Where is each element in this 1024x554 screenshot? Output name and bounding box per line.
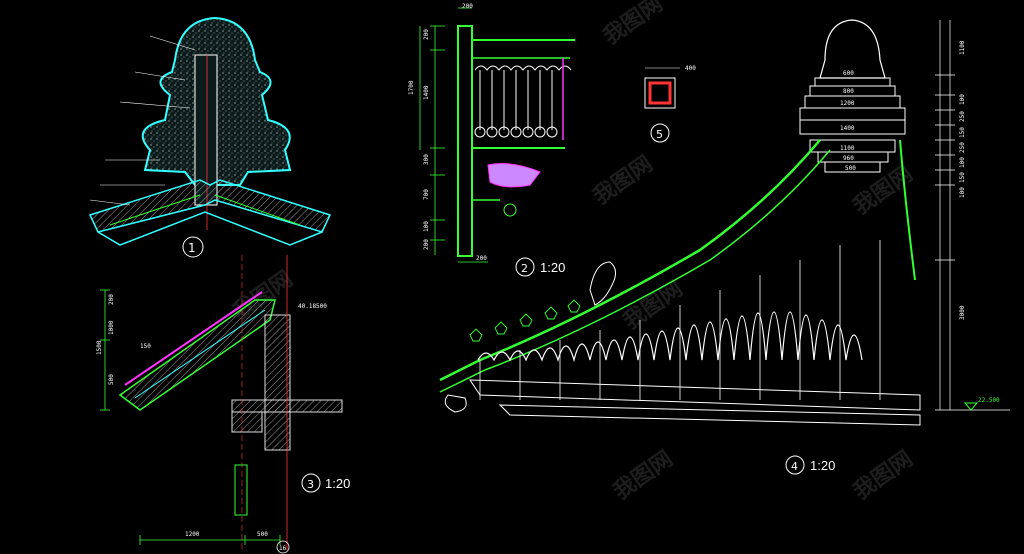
dim-label: 300 [423,154,430,165]
dim-label: 800 [843,88,854,95]
dim-label: 500 [108,374,115,385]
dim-label: 250 [959,111,966,122]
dim-label: 100 [959,187,966,198]
dim-label: 400 [685,65,696,72]
dim-label: 1400 [423,85,430,100]
watermark: 我图网 [619,277,687,335]
dim-label: 150 [140,343,151,350]
watermark: 我图网 [609,447,677,505]
dim-label: 200 [423,239,430,250]
detail-3-scale: 1:20 [325,476,350,491]
dim-label: 100 [959,157,966,168]
grid-label: 16 [279,545,287,552]
dim-label: 600 [843,70,854,77]
detail-3-corner-section: 40.18500 200 1000 1500 150 500 1200 500 … [96,255,350,554]
detail-1-ridge-section: 1 [88,16,332,258]
dim-label: 1500 [96,340,103,355]
detail-5-post-section: 400 5 [644,65,696,143]
elevation-label: 40.18500 [298,303,327,310]
detail-2-eave-section: 200 1700 1400 300 700 100 200 200 200 2 … [408,3,575,277]
dim-label: 700 [423,189,430,200]
detail-4-number: 4 [791,460,798,473]
watermark: 我图网 [849,447,917,505]
dim-label: 1200 [185,531,200,538]
dim-label: 150 [959,127,966,138]
watermark: 我图网 [599,0,667,50]
detail-5-number: 5 [656,128,663,141]
watermark-group: 我图网 我图网 我图网 我图网 我图网 我图网 我图网 [229,0,917,505]
detail-4-scale: 1:20 [810,458,835,473]
dim-label: 100 [423,221,430,232]
detail-2-scale: 1:20 [540,260,565,275]
watermark: 我图网 [589,152,657,210]
elevation-label: 22.500 [978,397,1000,404]
detail-4-ridge-elevation: 22.500 600 800 1200 1400 1100 960 500 11… [439,19,1010,475]
dim-label: 1400 [840,125,855,132]
dim-label: 1100 [840,145,855,152]
dim-label: 200 [476,255,487,262]
dim-label: 200 [108,294,115,305]
dim-label: 960 [843,155,854,162]
dim-label: 500 [845,165,856,172]
detail-3-number: 3 [307,478,314,491]
dim-label: 250 [959,142,966,153]
dim-label: 1100 [959,40,966,55]
dim-label: 1000 [108,320,115,335]
dim-label: 1700 [408,80,415,95]
detail-2-number: 2 [521,262,528,275]
dim-label: 1200 [840,100,855,107]
dim-label: 500 [257,531,268,538]
detail-1-number: 1 [188,241,196,255]
dim-label: 200 [462,3,473,10]
dim-label: 200 [423,29,430,40]
dim-label: 150 [959,172,966,183]
dim-label: 100 [959,94,966,105]
dim-label: 3000 [959,305,966,320]
